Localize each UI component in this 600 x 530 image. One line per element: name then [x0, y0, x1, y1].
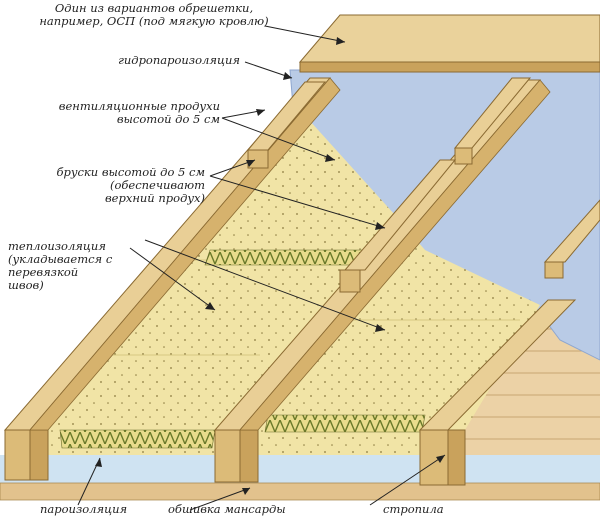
label-attic-lining: обшивка мансарды [168, 503, 286, 516]
insulation-edge-band-1 [204, 249, 376, 266]
osb-board [298, 14, 600, 63]
insulation-dots [30, 110, 540, 455]
label-battens-line-2: (обеспечивают [109, 178, 205, 192]
label-rafter-text: стропила [383, 502, 444, 516]
label-vent-gaps-line-1: вентиляционные продухи [58, 99, 220, 113]
leader-arrowheads [95, 37, 445, 495]
label-lathing-line-1: Один из вариантов обрешетки, [54, 1, 254, 15]
leader-lines [77, 25, 446, 511]
label-battens: бруски высотой до 5 см (обеспечивают вер… [0, 166, 205, 205]
label-lathing-line-2: например, ОСП (под мягкую кровлю) [39, 14, 269, 28]
label-insulation-line-1: теплоизоляция [8, 239, 106, 253]
label-insulation-line-4: швов) [8, 278, 44, 292]
rafters [3, 77, 577, 486]
insulation-edge-band-2 [59, 429, 216, 449]
label-vent-gaps: вентиляционные продухи высотой до 5 см [0, 100, 220, 126]
label-vapor-barrier: пароизоляция [40, 503, 127, 516]
label-battens-line-1: бруски высотой до 5 см [56, 165, 205, 179]
lining-bottom-strip [0, 482, 600, 501]
label-vent-gaps-line-2: высотой до 5 см [116, 112, 220, 126]
label-insulation: теплоизоляция (укладывается с перевязкой… [8, 240, 168, 292]
label-rafter: стропила [383, 503, 444, 516]
label-waterproofing-line-1: гидропароизоляция [118, 53, 240, 67]
label-insulation-line-2: (укладывается с [8, 252, 113, 266]
label-lathing: Один из вариантов обрешетки, например, О… [24, 2, 284, 28]
label-vapor-barrier-text: пароизоляция [40, 502, 128, 516]
label-battens-line-3: верхний продух) [104, 191, 205, 205]
label-waterproofing: гидропароизоляция [40, 54, 240, 67]
counter-battens [246, 77, 600, 293]
insulation-edge-band-3 [264, 414, 426, 433]
label-attic-lining-text: обшивка мансарды [168, 502, 286, 516]
label-insulation-line-3: перевязкой [8, 265, 79, 279]
